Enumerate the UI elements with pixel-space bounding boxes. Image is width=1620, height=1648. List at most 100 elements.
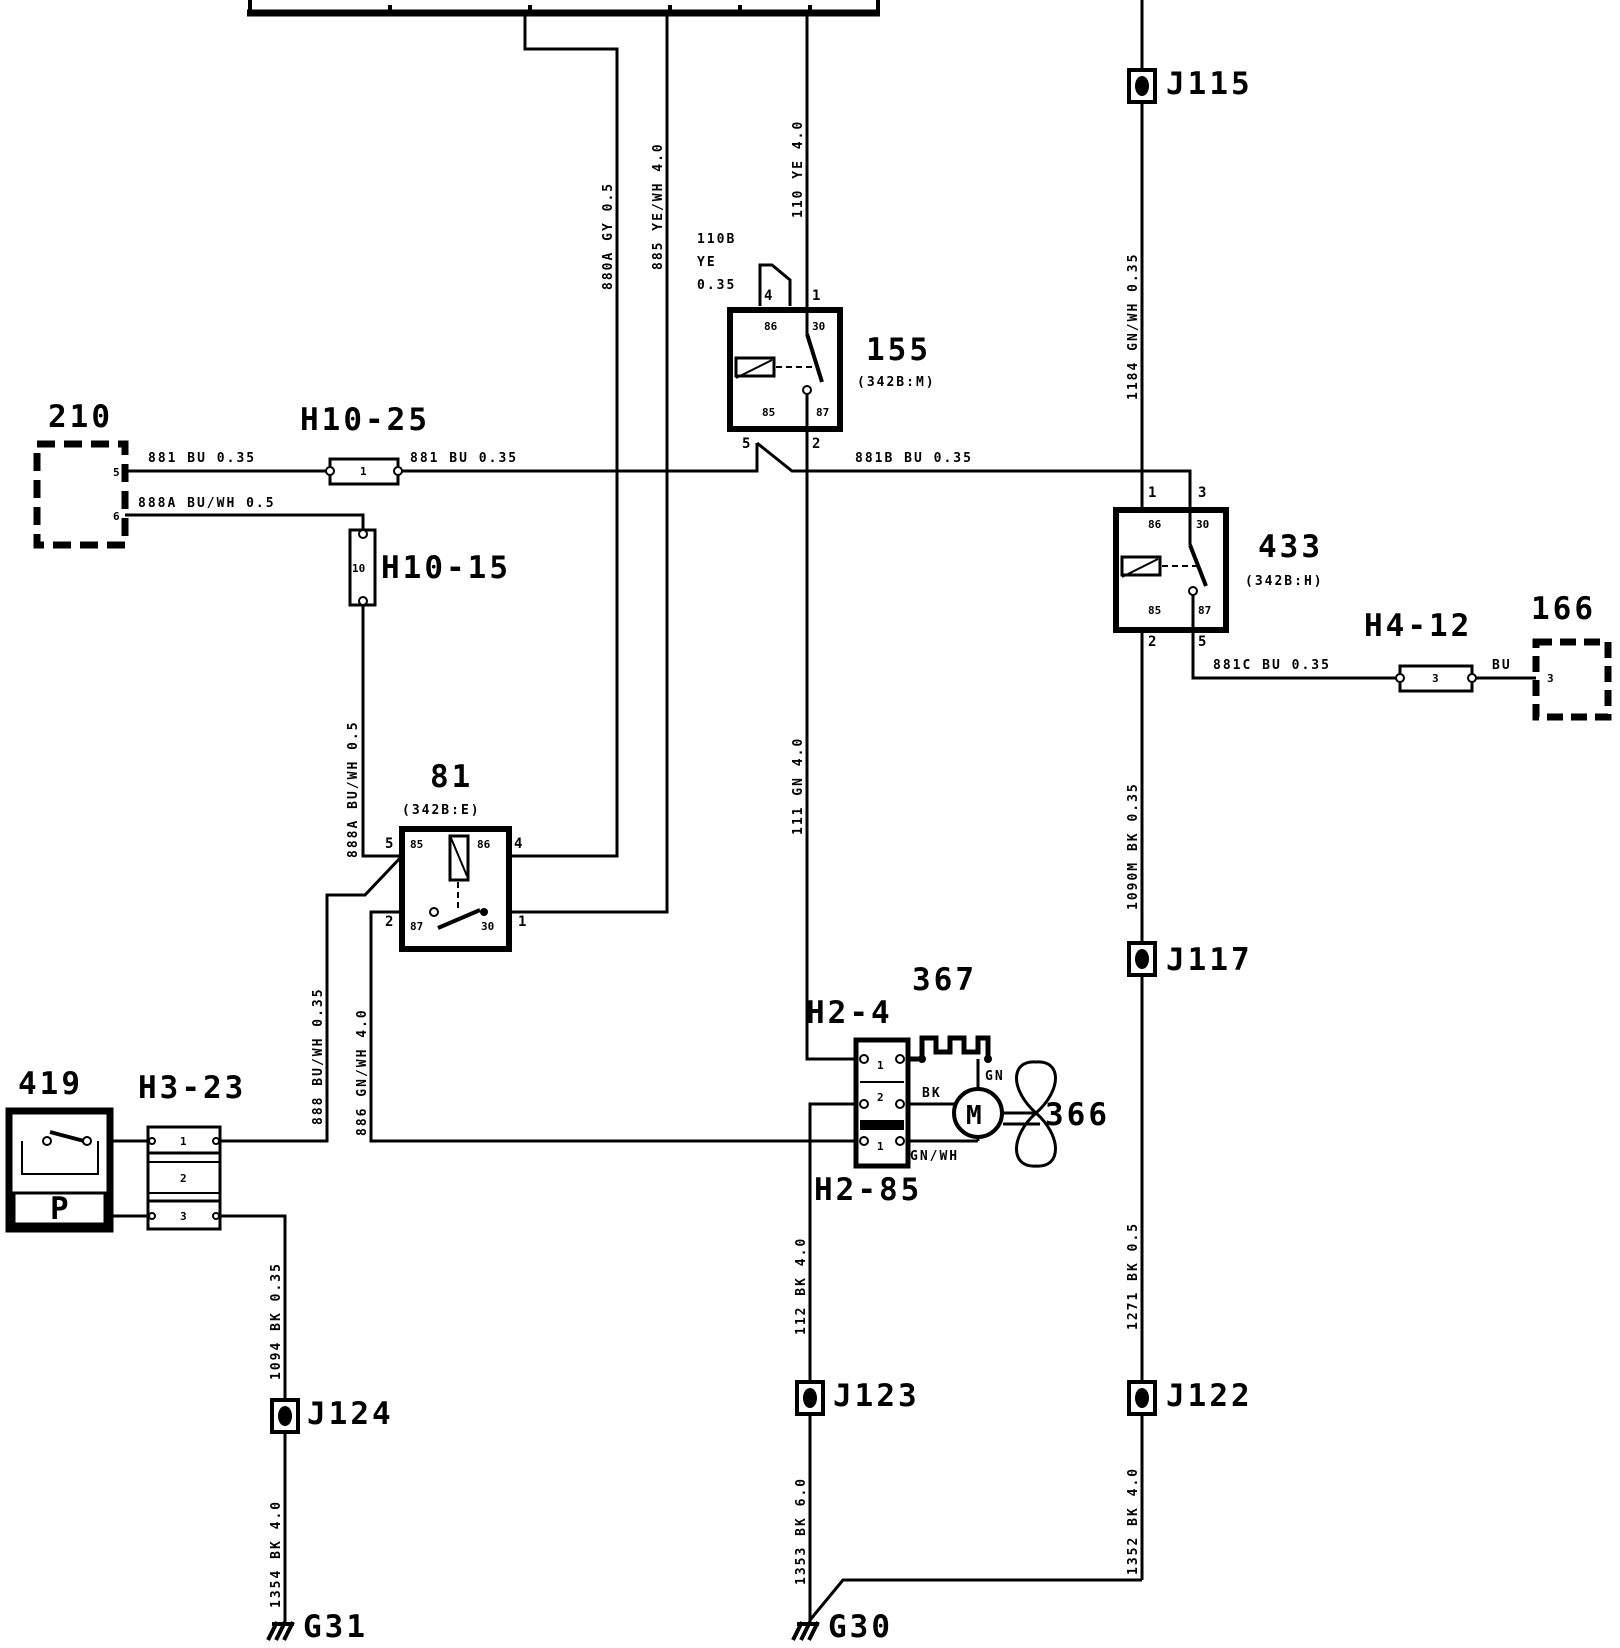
pin-2: 2 (877, 1091, 884, 1104)
junction-j123: J123 (795, 1378, 920, 1416)
switch-419-label: 419 (18, 1066, 83, 1102)
wire-112 (808, 1102, 860, 1625)
term-30: 30 (812, 320, 825, 333)
pin-1: 1 (812, 288, 820, 304)
term-85: 85 (1148, 604, 1161, 617)
motor-symbol: M (966, 1101, 982, 1131)
relay-433-label: 433 (1258, 529, 1323, 565)
pin-10: 10 (352, 562, 365, 575)
connector-h4-12-label: H4-12 (1364, 608, 1472, 644)
ground-g31: G31 (266, 1609, 368, 1645)
relay-433: 433 (342B:H) 1 3 2 5 86 30 85 87 (1113, 485, 1324, 650)
label-881c-bu: BU (1492, 658, 1512, 673)
label-888a-v: 888A BU/WH 0.5 (346, 720, 361, 858)
junction-j124: J124 (270, 1396, 394, 1434)
component-210-label: 210 (48, 399, 113, 435)
wire-888 (220, 854, 404, 1143)
pin-3: 3 (1198, 485, 1206, 501)
wires (110, 0, 1536, 1625)
pin-1: 1 (877, 1140, 884, 1153)
pin-4: 4 (514, 836, 522, 852)
label-886: 886 GN/WH 4.0 (355, 1008, 370, 1136)
label-1094: 1094 BK 0.35 (269, 1262, 284, 1380)
term-86: 86 (1148, 518, 1162, 531)
ground-g30-label: G30 (828, 1609, 893, 1645)
pin-1: 1 (180, 1135, 187, 1148)
pin-5: 5 (742, 436, 750, 452)
pin-6: 6 (113, 510, 120, 523)
relay-433-ref: (342B:H) (1245, 574, 1324, 589)
connector-h2-4: H2-4 1 2 (806, 995, 911, 1169)
pin-1: 1 (518, 914, 526, 930)
pin-5: 5 (385, 836, 393, 852)
term-85: 85 (410, 838, 423, 851)
connector-h3-23: H3-23 1 2 3 (138, 1070, 246, 1231)
junction-j117-label: J117 (1166, 942, 1253, 978)
junction-j122-label: J122 (1166, 1378, 1253, 1414)
wire-888a (125, 513, 402, 858)
label-bk: BK (922, 1086, 942, 1101)
switch-419: 419 P (5, 1066, 114, 1233)
term-85: 85 (762, 406, 775, 419)
junctions: J115 J117 J122 J123 J124 (270, 66, 1253, 1434)
junction-j122: J122 (1127, 1378, 1253, 1416)
label-1353: 1353 BK 6.0 (794, 1477, 809, 1585)
pin-2: 2 (180, 1172, 187, 1185)
wire-881b (756, 441, 1192, 509)
relay-155-ref: (342B:M) (857, 375, 936, 390)
component-166-label: 166 (1531, 591, 1596, 627)
junction-j124-label: J124 (307, 1396, 394, 1432)
connector-h10-25: H10-25 1 (300, 402, 427, 486)
label-112: 112 BK 4.0 (794, 1237, 809, 1335)
junction-j115-label: J115 (1166, 66, 1253, 102)
junction-j123-label: J123 (833, 1378, 920, 1414)
pin-1: 1 (877, 1059, 884, 1072)
relay-81-ref: (342B:E) (402, 803, 481, 818)
pin-1: 1 (1148, 485, 1156, 501)
label-gnwh: GN/WH (910, 1149, 959, 1164)
label-888: 888 BU/WH 0.35 (311, 987, 326, 1125)
label-gn: GN (985, 1069, 1005, 1084)
fan-blades (1015, 1060, 1057, 1168)
resistor-367-label: 367 (912, 962, 977, 998)
relay-155: 155 (342B:M) 4 1 5 2 86 30 85 87 (727, 288, 936, 452)
label-880a: 880A GY 0.5 (601, 182, 616, 290)
wire-886 (369, 910, 860, 1143)
component-166: 166 3 (1531, 591, 1612, 721)
pin-3: 3 (1432, 672, 1439, 685)
connector-h2-85: H2-85 1 (814, 1140, 919, 1208)
wire-labels: 880A GY 0.5 885 YE/WH 4.0 110 YE 4.0 110… (138, 120, 1512, 1608)
label-881b: 881B BU 0.35 (855, 451, 973, 466)
label-110b-1: 110B (697, 232, 736, 247)
motor-366: M 366 (908, 1059, 1110, 1168)
pin-3: 3 (180, 1210, 187, 1223)
relay-81: 81 (342B:E) 5 4 2 1 85 86 87 30 (385, 759, 526, 952)
term-30: 30 (481, 920, 494, 933)
label-1184: 1184 GN/WH 0.35 (1126, 253, 1141, 400)
label-1090m: 1090M BK 0.35 (1126, 782, 1141, 910)
pin-3: 3 (1547, 672, 1554, 685)
ground-g31-label: G31 (303, 1609, 368, 1645)
pin-1: 1 (360, 465, 367, 478)
grounds: G31 G30 (266, 1609, 893, 1645)
term-30: 30 (1196, 518, 1209, 531)
wire-1094 (220, 1214, 287, 1625)
label-881-a: 881 BU 0.35 (148, 451, 256, 466)
connector-h3-23-label: H3-23 (138, 1070, 246, 1106)
connector-h10-15-label: H10-15 (381, 550, 511, 586)
label-888a-h: 888A BU/WH 0.5 (138, 496, 276, 511)
motor-366-label: 366 (1045, 1097, 1110, 1133)
label-1352: 1352 BK 4.0 (1126, 1467, 1141, 1575)
label-1354: 1354 BK 4.0 (269, 1500, 284, 1608)
label-885: 885 YE/WH 4.0 (651, 142, 666, 270)
pin-2: 2 (1148, 634, 1156, 650)
resistor-367: 367 (908, 962, 992, 1063)
pin-5: 5 (113, 466, 120, 479)
wire-1352-ground (808, 1578, 1142, 1621)
junction-j117: J117 (1127, 941, 1253, 978)
pin-2: 2 (812, 436, 820, 452)
wire-881c (1191, 636, 1536, 680)
term-87: 87 (1198, 604, 1211, 617)
wire-885 (508, 13, 669, 914)
